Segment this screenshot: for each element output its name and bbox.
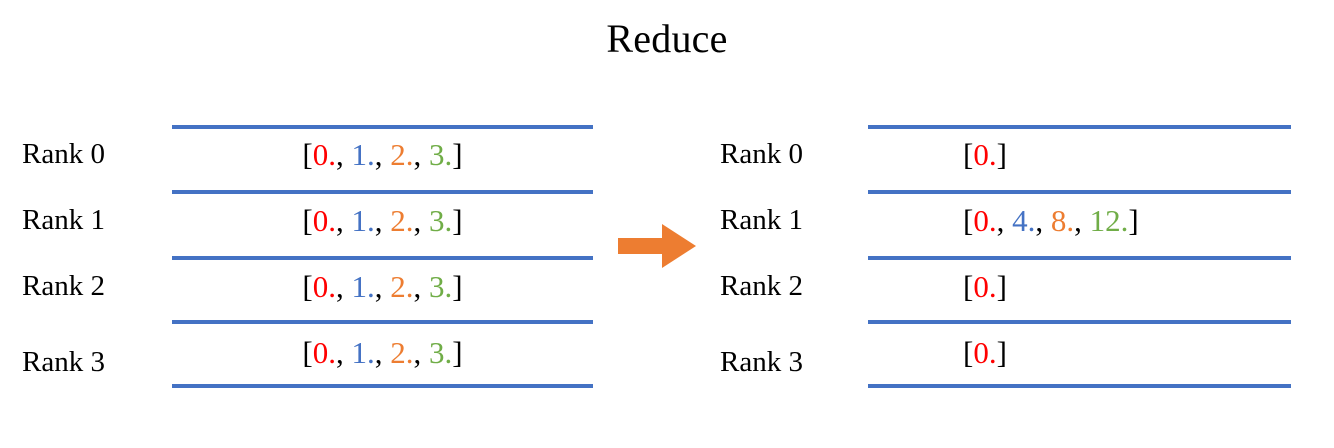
separator: , [413,203,429,238]
tensor-value-rank-2: [0., 1., 2., 3.] [172,271,593,302]
table-rule [868,320,1291,324]
separator: , [374,269,391,304]
table-rule [868,190,1291,194]
separator: , [1035,203,1051,238]
tensor-element: 1. [351,137,375,172]
rank-label-3: Rank 3 [22,346,105,378]
tensor-value-rank-2: [0.] [963,271,1007,302]
tensor-value-rank-3: [0., 1., 2., 3.] [172,337,593,368]
tensor-element: 2. [390,269,414,304]
rank-label-0: Rank 0 [720,138,803,170]
tensor-value-rank-3: [0.] [963,337,1007,368]
tensor-element: 0. [312,137,336,172]
table-rule [172,384,593,388]
tensor-element: 2. [390,137,414,172]
tensor-element: 8. [1050,203,1075,238]
tensor-element: 3. [429,137,453,172]
rank-label-0: Rank 0 [22,138,105,170]
table-rule [868,125,1291,129]
tensor-element: 0. [973,335,997,370]
tensor-value-rank-1: [0., 4., 8., 12.] [963,205,1139,236]
rank-label-3: Rank 3 [720,346,803,378]
rank-label-2: Rank 2 [720,270,803,302]
tensor-element: 1. [351,203,375,238]
tensor-element: 2. [390,203,414,238]
page-title: Reduce [606,16,728,61]
tensor-element: 2. [390,335,414,370]
table-rule [868,256,1291,260]
bracket-open: [ [302,137,313,172]
separator: , [336,335,352,370]
bracket-open: [ [963,137,974,172]
rank-label-1: Rank 1 [720,204,803,236]
tensor-element: 12. [1089,203,1129,238]
bracket-open: [ [963,335,974,370]
input-buffers-panel: Rank 0 Rank 1 Rank 2 Rank 3 [0., 1., 2.,… [22,125,593,388]
tensor-element: 4. [1012,203,1036,238]
separator: , [336,137,352,172]
tensor-element: 0. [312,203,336,238]
table-rule [868,384,1291,388]
tensor-value-rank-1: [0., 1., 2., 3.] [172,205,593,236]
separator: , [1074,203,1090,238]
bracket-open: [ [963,203,974,238]
bracket-close: ] [996,269,1007,304]
tensor-value-rank-0: [0., 1., 2., 3.] [172,139,593,170]
bracket-close: ] [452,335,463,370]
separator: , [374,137,391,172]
table-rule [172,190,593,194]
tensor-element: 0. [973,269,997,304]
tensor-element: 1. [351,335,375,370]
rank-label-2: Rank 2 [22,270,105,302]
table-rule [172,125,593,129]
table-rule [172,320,593,324]
rank-label-1: Rank 1 [22,204,105,236]
bracket-close: ] [452,137,463,172]
table-rule [172,256,593,260]
bracket-open: [ [963,269,974,304]
separator: , [336,269,352,304]
tensor-element: 0. [312,335,336,370]
tensor-element: 3. [429,203,453,238]
bracket-close: ] [996,137,1007,172]
bracket-close: ] [452,203,463,238]
tensor-element: 0. [312,269,336,304]
tensor-element: 0. [973,137,997,172]
tensor-element: 0. [973,203,997,238]
bracket-open: [ [302,269,313,304]
bracket-open: [ [302,335,313,370]
separator: , [374,203,391,238]
bracket-open: [ [302,203,313,238]
tensor-value-rank-0: [0.] [963,139,1007,170]
tensor-element: 3. [429,269,453,304]
separator: , [413,269,429,304]
output-buffers-panel: Rank 0 Rank 1 Rank 2 Rank 3 [0.] [0., 4.… [667,0,1334,448]
separator: , [413,335,429,370]
tensor-element: 3. [429,335,453,370]
right-arrow-icon [618,224,696,268]
separator: , [374,335,391,370]
separator: , [336,203,352,238]
tensor-element: 1. [351,269,375,304]
bracket-close: ] [452,269,463,304]
bracket-close: ] [1128,203,1139,238]
separator: , [413,137,429,172]
bracket-close: ] [996,335,1007,370]
separator: , [996,203,1013,238]
